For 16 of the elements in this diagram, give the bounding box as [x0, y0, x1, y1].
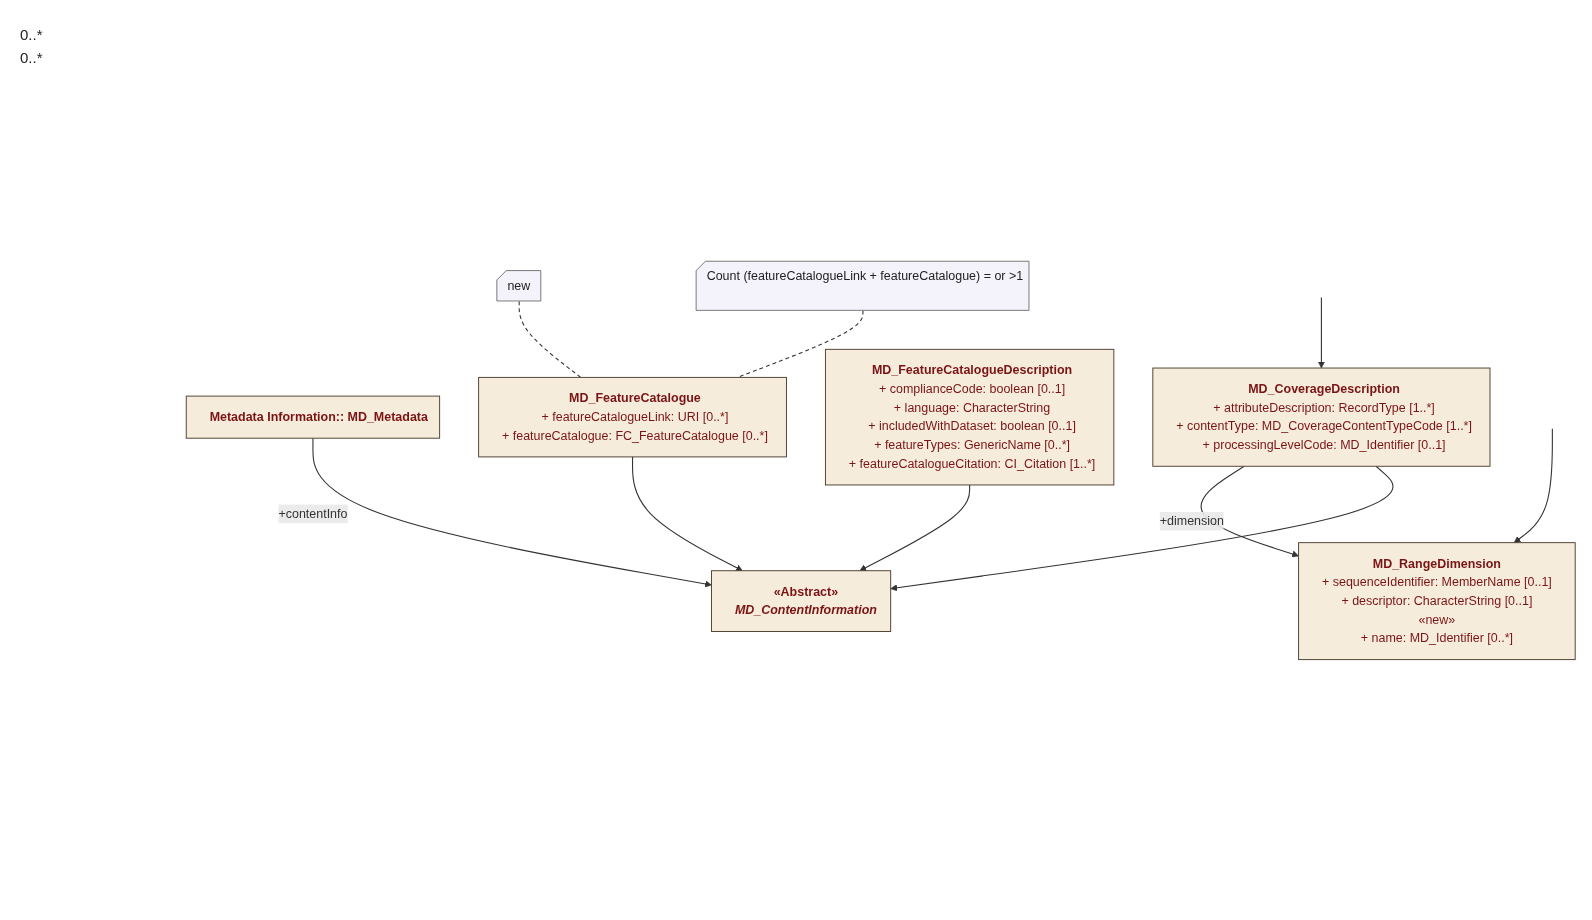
node-box: MD_RangeDimension + sequenceIdentifier: MemberName [0..1] + descriptor: CharacterString [0..1] «new» + name: MD_Identifier [0..*]	[1298, 541, 1576, 660]
node-box: MD_FeatureCatalogue + featureCatalogueLink: URI [0..*] + featureCatalogue: FC_FeatureCatalogue [0..*]	[478, 376, 787, 457]
edge-label: +dimension	[1159, 513, 1224, 527]
arrow	[1318, 296, 1325, 368]
connector	[518, 300, 582, 378]
edge-label: +contentInfo	[278, 506, 348, 520]
multiplicity-label: 0..*	[20, 26, 44, 43]
node-box: MD_CoverageDescription + attributeDescription: RecordType [1..*] + contentType: MD_CoverageContentTypeCode [1..*] + processingLevelCode: MD_Identifier [0..1]	[1152, 367, 1491, 467]
multiplicity-label: 0..*	[20, 49, 44, 66]
arrow	[632, 455, 743, 571]
arrow	[859, 484, 971, 571]
node-box: Metadata Information:: MD_Metadata	[185, 395, 441, 439]
arrow	[1513, 427, 1553, 543]
arrow	[312, 437, 712, 587]
node-box: MD_FeatureCatalogueDescription + complianceCode: boolean [0..1] + language: CharacterString + includedWithDataset: boolean [0..1] + featureTypes: GenericName [0..*] + featureCatalogueCitation: CI_Citation [1..*]	[824, 348, 1115, 486]
node-box: «Abstract» MD_ContentInformation	[711, 569, 892, 632]
